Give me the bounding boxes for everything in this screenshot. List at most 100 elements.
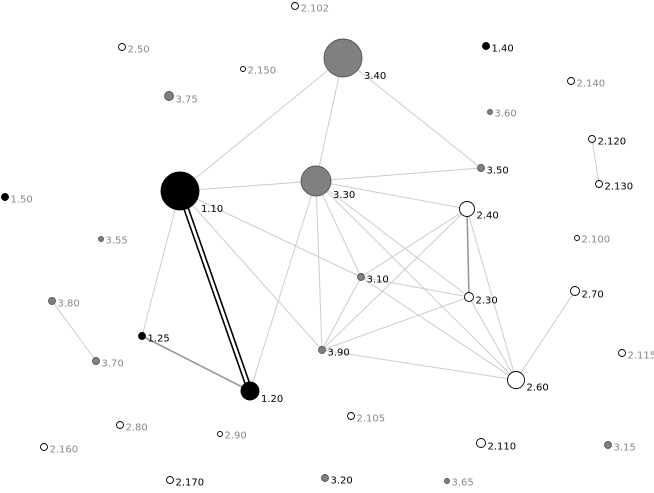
- node-2-115: 2.115: [618, 349, 654, 362]
- node-1-25-circle: [138, 332, 146, 340]
- node-3-30-circle: [300, 165, 332, 197]
- node-3-80: 3.80: [48, 297, 80, 310]
- node-2-40-circle: [459, 201, 475, 217]
- node-2-102: 2.102: [291, 2, 330, 15]
- node-2-105-label: 2.105: [357, 414, 386, 425]
- node-2-70-label: 2.70: [582, 290, 604, 301]
- node-2-50: 2.50: [118, 43, 150, 56]
- node-3-30: 3.30: [300, 165, 355, 201]
- node-2-100: 2.100: [574, 235, 611, 246]
- node-2-80: 2.80: [116, 421, 148, 434]
- node-3-50: 3.50: [477, 164, 509, 177]
- node-3-80-circle: [48, 297, 56, 305]
- node-3-50-label: 3.50: [487, 166, 509, 177]
- node-2-120: 2.120: [588, 135, 627, 148]
- node-3-75: 3.75: [164, 91, 198, 106]
- node-3-40: 3.40: [323, 38, 386, 82]
- node-3-65: 3.65: [444, 478, 474, 489]
- node-2-40: 2.40: [459, 201, 499, 222]
- edge-3-10-to-2-60: [360, 276, 517, 381]
- node-2-160-circle: [40, 443, 48, 451]
- node-2-80-label: 2.80: [126, 423, 148, 434]
- node-2-102-label: 2.102: [301, 4, 330, 15]
- node-3-30-label: 3.30: [333, 190, 355, 201]
- node-2-100-circle: [574, 235, 580, 241]
- node-3-55-circle: [98, 236, 104, 242]
- node-2-130-circle: [595, 180, 603, 188]
- edge-2-40-to-2-60: [466, 208, 517, 381]
- node-2-105: 2.105: [347, 412, 386, 425]
- node-2-70: 2.70: [570, 286, 604, 301]
- node-3-70-circle: [92, 357, 100, 365]
- edge-1-10-to-3-90: [179, 190, 323, 351]
- node-1-20: 1.20: [240, 381, 283, 405]
- node-2-30: 2.30: [464, 292, 498, 307]
- node-2-150: 2.150: [240, 66, 277, 77]
- edge-3-30-to-2-30: [315, 180, 470, 298]
- edge-3-10-to-3-90: [321, 276, 362, 351]
- node-2-115-label: 2.115: [628, 351, 654, 362]
- node-1-20-circle: [240, 381, 260, 401]
- node-2-70-circle: [570, 286, 580, 296]
- edge-1-25-to-1-20: [141, 335, 251, 392]
- edge-1-10-to-1-25: [141, 190, 181, 337]
- node-2-60-label: 2.60: [527, 383, 549, 394]
- node-2-115-circle: [618, 349, 626, 357]
- edge-3-10-to-2-30: [360, 276, 470, 298]
- edge-1-10-to-1-20-stroke-a: [177, 191, 249, 392]
- node-2-100-label: 2.100: [582, 235, 611, 246]
- edge-3-30-to-3-90: [315, 180, 323, 351]
- edge-1-10-to-3-30: [179, 180, 317, 192]
- edge-3-90-to-2-60: [321, 349, 517, 381]
- node-2-105-circle: [347, 412, 355, 420]
- node-1-40: 1.40: [482, 42, 514, 55]
- node-2-120-label: 2.120: [598, 137, 627, 148]
- edge-2-30-to-2-60: [468, 296, 517, 381]
- node-3-60-label: 3.60: [495, 109, 517, 120]
- node-2-90: 2.90: [217, 431, 247, 442]
- node-3-90-label: 3.90: [328, 348, 350, 359]
- node-3-80-label: 3.80: [58, 299, 80, 310]
- node-2-60-circle: [507, 371, 525, 389]
- node-3-40-circle: [323, 38, 363, 78]
- node-2-170-label: 2.170: [176, 478, 205, 489]
- edge-3-30-to-2-40: [315, 180, 468, 210]
- edge-1-10-to-3-10: [179, 190, 362, 278]
- node-2-110-label: 2.110: [488, 442, 517, 453]
- node-2-60: 2.60: [507, 371, 549, 394]
- edge-2-120-to-2-130: [591, 138, 600, 185]
- node-2-90-circle: [217, 431, 223, 437]
- node-2-110-circle: [476, 438, 486, 448]
- node-2-170: 2.170: [166, 476, 205, 489]
- node-3-65-label: 3.65: [452, 478, 474, 489]
- node-1-50-label: 1.50: [11, 195, 33, 206]
- node-2-170-circle: [166, 476, 174, 484]
- node-2-140-label: 2.140: [577, 79, 606, 90]
- edge-1-10-to-1-20: [177, 190, 253, 392]
- node-3-40-label: 3.40: [364, 71, 386, 82]
- node-2-90-label: 2.90: [225, 431, 247, 442]
- node-3-90: 3.90: [318, 346, 350, 359]
- node-1-50-circle: [1, 193, 9, 201]
- edge-3-30-to-2-60: [315, 180, 517, 381]
- node-3-75-circle: [164, 91, 174, 101]
- node-2-30-circle: [464, 292, 474, 302]
- node-2-102-circle: [291, 2, 299, 10]
- edge-1-10-to-3-40: [179, 57, 344, 192]
- node-3-70: 3.70: [92, 357, 124, 370]
- node-2-150-circle: [240, 66, 246, 72]
- node-2-40-label: 2.40: [477, 211, 499, 222]
- node-3-90-circle: [318, 346, 326, 354]
- node-2-120-circle: [588, 135, 596, 143]
- edge-3-80-to-3-70: [51, 300, 97, 362]
- node-3-55-label: 3.55: [106, 236, 128, 247]
- node-2-140: 2.140: [567, 77, 606, 90]
- node-2-130: 2.130: [595, 180, 633, 193]
- node-3-20-label: 3.20: [331, 476, 353, 487]
- edge-3-40-to-3-50: [342, 57, 482, 169]
- edge-1-10-to-1-20-stroke-b: [181, 190, 253, 391]
- node-2-150-label: 2.150: [248, 66, 277, 77]
- node-1-20-label: 1.20: [261, 394, 283, 405]
